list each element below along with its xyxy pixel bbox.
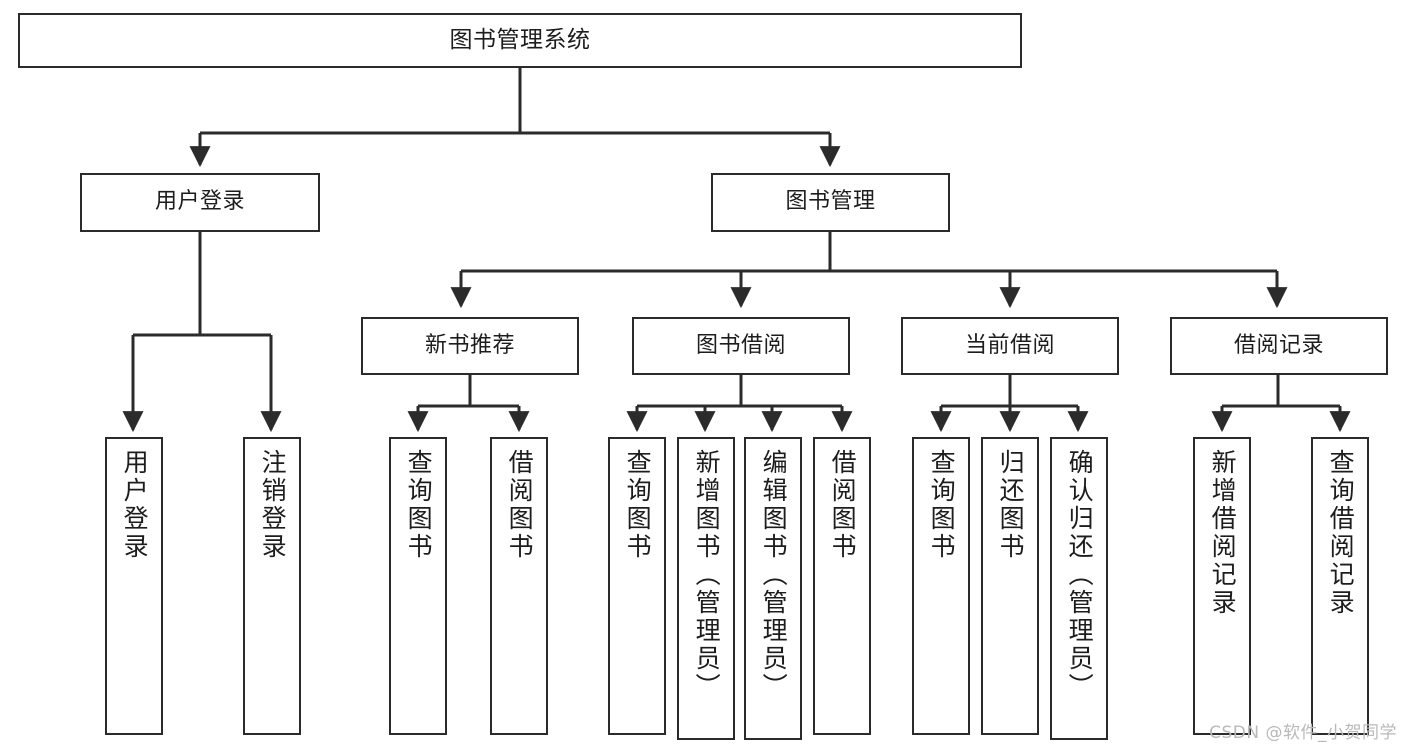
csdn-watermark: CSDN @软件_小贺同学 bbox=[1209, 723, 1397, 743]
node-leaf-confirm-return-label: 确认归还（管理员） bbox=[1065, 449, 1095, 701]
node-leaf-add-book-label: 新增图书（管理员） bbox=[692, 449, 722, 701]
node-leaf-user-login-label: 用户登录 bbox=[120, 449, 150, 561]
node-leaf-user-login[interactable]: 用户登录 bbox=[105, 437, 163, 735]
node-root[interactable]: 图书管理系统 bbox=[18, 13, 1022, 68]
node-borrow-record[interactable]: 借阅记录 bbox=[1170, 317, 1388, 375]
node-leaf-query-book-3-label: 查询图书 bbox=[927, 449, 957, 561]
node-leaf-add-record-label: 新增借阅记录 bbox=[1208, 449, 1238, 617]
node-leaf-add-record[interactable]: 新增借阅记录 bbox=[1193, 437, 1251, 735]
node-leaf-query-record-label: 查询借阅记录 bbox=[1326, 449, 1356, 617]
node-leaf-query-book-2-label: 查询图书 bbox=[623, 449, 653, 561]
node-current-borrow-label: 当前借阅 bbox=[964, 332, 1055, 358]
node-leaf-add-book[interactable]: 新增图书（管理员） bbox=[677, 437, 735, 740]
node-root-label: 图书管理系统 bbox=[449, 26, 591, 53]
node-user-login[interactable]: 用户登录 bbox=[80, 173, 320, 232]
node-leaf-query-book-2[interactable]: 查询图书 bbox=[608, 437, 666, 735]
node-book-manage[interactable]: 图书管理 bbox=[711, 173, 950, 232]
node-leaf-edit-book-label: 编辑图书（管理员） bbox=[759, 449, 789, 701]
node-leaf-return-book[interactable]: 归还图书 bbox=[981, 437, 1039, 735]
node-leaf-borrow-book-1[interactable]: 借阅图书 bbox=[490, 437, 548, 735]
node-borrow-record-label: 借阅记录 bbox=[1233, 332, 1324, 358]
node-book-borrow-label: 图书借阅 bbox=[695, 332, 786, 358]
node-leaf-query-book-3[interactable]: 查询图书 bbox=[912, 437, 970, 735]
node-book-manage-label: 图书管理 bbox=[785, 189, 876, 215]
node-current-borrow[interactable]: 当前借阅 bbox=[901, 317, 1119, 375]
node-leaf-logout[interactable]: 注销登录 bbox=[243, 437, 301, 735]
node-new-book-rec-label: 新书推荐 bbox=[424, 332, 515, 358]
node-user-login-label: 用户登录 bbox=[154, 189, 245, 215]
node-leaf-query-book-1-label: 查询图书 bbox=[404, 449, 434, 561]
node-leaf-query-book-1[interactable]: 查询图书 bbox=[389, 437, 447, 735]
node-leaf-borrow-book-2[interactable]: 借阅图书 bbox=[813, 437, 871, 735]
node-new-book-rec[interactable]: 新书推荐 bbox=[361, 317, 579, 375]
node-leaf-confirm-return[interactable]: 确认归还（管理员） bbox=[1050, 437, 1108, 740]
node-leaf-edit-book[interactable]: 编辑图书（管理员） bbox=[744, 437, 802, 740]
node-leaf-borrow-book-2-label: 借阅图书 bbox=[828, 449, 858, 561]
node-leaf-return-book-label: 归还图书 bbox=[996, 449, 1026, 561]
node-book-borrow[interactable]: 图书借阅 bbox=[632, 317, 850, 375]
node-leaf-query-record[interactable]: 查询借阅记录 bbox=[1311, 437, 1369, 735]
node-leaf-logout-label: 注销登录 bbox=[258, 449, 288, 561]
node-leaf-borrow-book-1-label: 借阅图书 bbox=[505, 449, 535, 561]
